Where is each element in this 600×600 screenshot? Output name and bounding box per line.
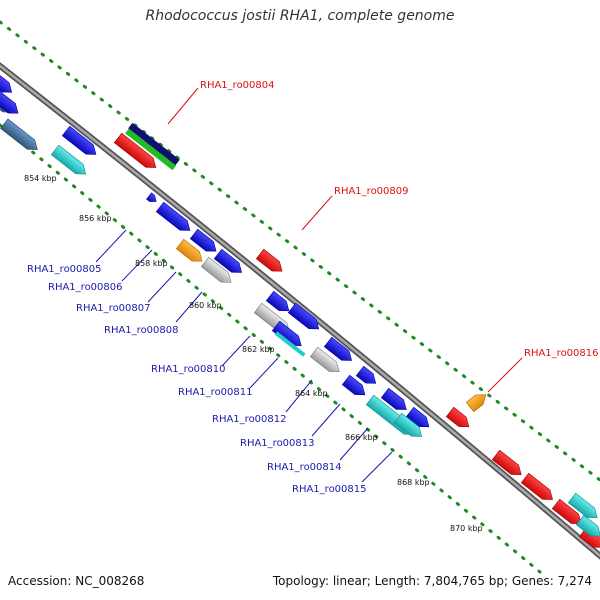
gene-ro00812 <box>309 346 340 373</box>
gene-feature-blue-a <box>265 290 290 312</box>
tick-label: 866 kbp <box>345 433 378 442</box>
gene-feature-cyan-l <box>567 492 598 519</box>
gene-feature-cyan-m <box>575 514 600 537</box>
gene-feature-cyan-p <box>274 331 306 357</box>
gene-feature-steel-2 <box>0 118 38 150</box>
gene-feature-red-g <box>445 406 470 428</box>
leader-ro00805 <box>95 229 127 263</box>
leader-ro00807 <box>147 271 177 303</box>
tick-label: 856 kbp <box>79 214 112 223</box>
gene-feature-blue-c <box>323 336 353 361</box>
label-ro00814: RHA1_ro00814 <box>267 462 342 473</box>
leader-ro00812 <box>285 379 313 413</box>
gene-ro00804-green <box>125 128 177 171</box>
label-ro00804: RHA1_ro00804 <box>200 80 275 91</box>
outer-dotted-track <box>0 20 600 482</box>
gene-ro00806 <box>155 201 191 231</box>
gene-ro00804-navy <box>128 122 180 166</box>
label-ro00806: RHA1_ro00806 <box>48 282 123 293</box>
gene-feature-cyan-top <box>50 144 87 175</box>
label-ro00808: RHA1_ro00808 <box>104 325 179 336</box>
label-ro00813: RHA1_ro00813 <box>240 438 315 449</box>
label-ro00811: RHA1_ro00811 <box>178 387 253 398</box>
tick-label: 860 kbp <box>189 301 222 310</box>
map-title: Rhodococcus jostii RHA1, complete genome <box>145 8 455 24</box>
gene-labels: RHA1_ro00804 RHA1_ro00809 RHA1_ro00816 R… <box>27 80 599 495</box>
label-ro00809: RHA1_ro00809 <box>334 186 409 197</box>
blue-leader-lines <box>95 229 393 483</box>
gene-ro00809 <box>255 248 283 272</box>
gene-ro00816 <box>465 394 487 413</box>
gene-feature-blue-edge-2 <box>0 90 19 114</box>
red-leader-lines <box>167 87 523 393</box>
label-ro00807: RHA1_ro00807 <box>76 303 151 314</box>
leader-ro00809 <box>301 195 333 231</box>
gene-feature-blue-f <box>405 406 430 428</box>
label-ro00816: RHA1_ro00816 <box>524 348 599 359</box>
gene-ro00815 <box>393 412 423 437</box>
tick-label: 868 kbp <box>397 478 430 487</box>
tick-label: 858 kbp <box>135 259 168 268</box>
gene-feature-gray-o <box>200 256 232 283</box>
inner-dotted-track <box>0 123 542 574</box>
label-ro00812: RHA1_ro00812 <box>212 414 287 425</box>
accession-label: Accession: NC_008268 <box>8 574 145 588</box>
leader-ro00810 <box>221 335 251 367</box>
leader-ro00814 <box>339 427 369 461</box>
gene-feature-blue-n <box>189 228 217 252</box>
gene-feature-red-i <box>520 472 553 500</box>
gene-feature-blue-d <box>355 365 377 384</box>
gene-ro00805 <box>146 192 157 202</box>
tick-label: 864 kbp <box>295 389 328 398</box>
genome-axis <box>0 62 600 560</box>
tick-labels: 854 kbp 856 kbp 858 kbp 860 kbp 862 kbp … <box>24 174 483 533</box>
gene-feature-blue-e <box>380 387 407 410</box>
gene-ro00807 <box>175 238 203 262</box>
tick-label: 862 kbp <box>242 345 275 354</box>
label-ro00810: RHA1_ro00810 <box>151 364 226 375</box>
gene-feature-red-h <box>491 449 522 476</box>
gene-feature-red-j <box>551 498 582 525</box>
tick-label: 870 kbp <box>450 524 483 533</box>
gene-ro00808 <box>213 248 243 273</box>
gene-ro00804 <box>113 132 157 168</box>
leader-ro00804 <box>167 87 199 125</box>
gene-feature-blue-edge <box>0 74 13 93</box>
leader-ro00811 <box>249 357 279 389</box>
gene-ro00811 <box>271 320 302 347</box>
leader-ro00806 <box>121 249 153 282</box>
leader-ro00816 <box>487 357 523 393</box>
topology-label: Topology: linear; Length: 7,804,765 bp; … <box>272 574 592 588</box>
leader-ro00813 <box>311 403 341 437</box>
gene-feature-blue-b <box>287 302 320 330</box>
label-ro00805: RHA1_ro00805 <box>27 264 102 275</box>
leader-ro00808 <box>175 291 203 323</box>
label-ro00815: RHA1_ro00815 <box>292 484 367 495</box>
gene-feature-blue-top <box>61 125 97 155</box>
tick-label: 854 kbp <box>24 174 57 183</box>
gene-ro00813 <box>341 374 366 396</box>
leader-ro00815 <box>361 451 393 483</box>
